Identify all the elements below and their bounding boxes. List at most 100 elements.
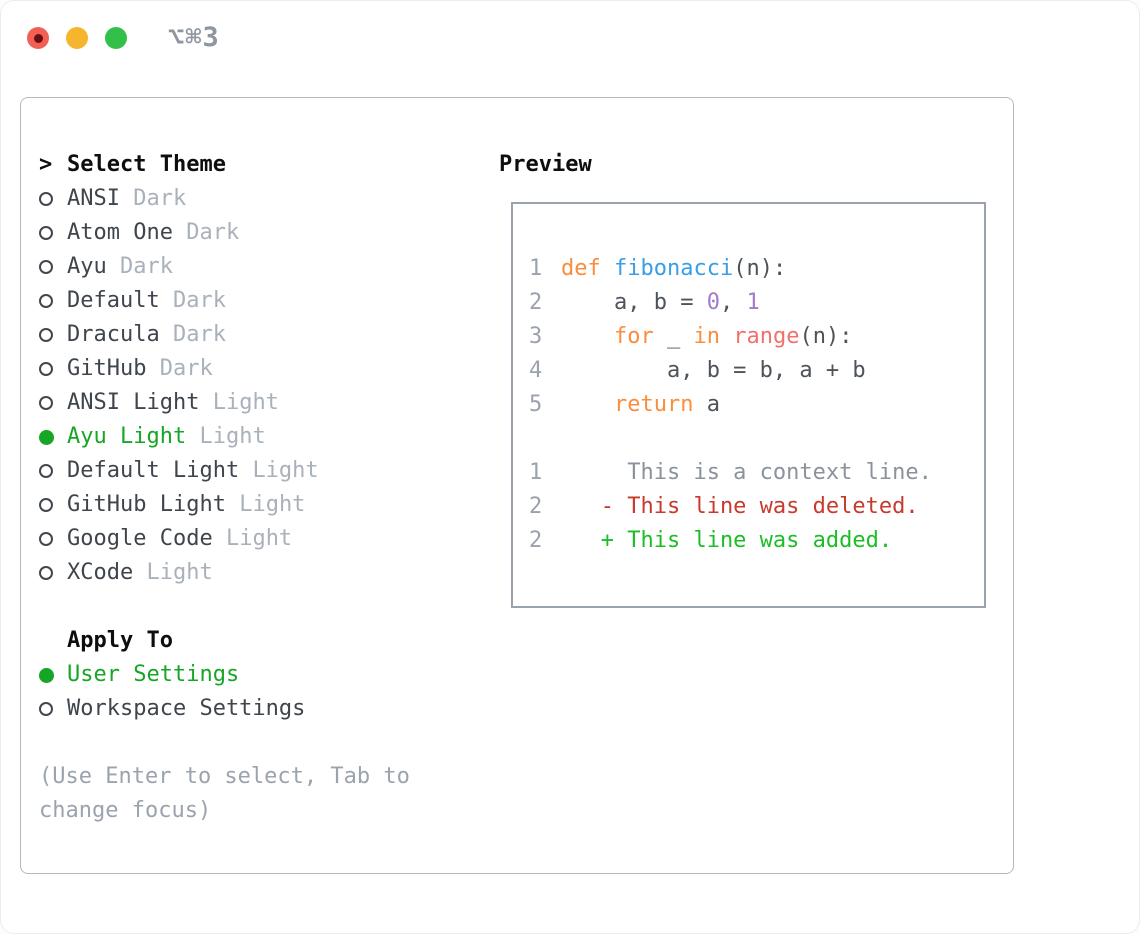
code-line: 2 a, b = 0, 1 <box>529 286 984 320</box>
theme-option[interactable]: Ayu Dark <box>39 250 499 284</box>
theme-variant: Dark <box>172 322 226 347</box>
radio-icon <box>39 192 67 206</box>
select-theme-title: Select Theme <box>67 152 226 177</box>
line-number: 1 <box>529 256 543 281</box>
window-shortcut-label: ⌥⌘3 <box>168 22 220 53</box>
radio-icon <box>39 464 67 478</box>
theme-name: GitHub Light <box>67 492 226 517</box>
focus-cursor-icon: > <box>39 152 53 177</box>
apply-to-header-row: Apply To <box>39 624 499 658</box>
code-content: return a <box>613 392 720 417</box>
line-number: 5 <box>529 392 543 417</box>
radio-icon <box>39 532 67 546</box>
theme-option[interactable]: ANSI Dark <box>39 182 499 216</box>
line-number: 2 <box>529 494 543 519</box>
theme-option[interactable]: GitHub Light Light <box>39 488 499 522</box>
theme-option[interactable]: ANSI Light Light <box>39 386 499 420</box>
theme-name: Default <box>67 288 160 313</box>
theme-variant: Dark <box>133 186 187 211</box>
theme-variant: Dark <box>159 356 213 381</box>
theme-name: Default Light <box>67 458 240 483</box>
theme-option[interactable]: Default Dark <box>39 284 499 318</box>
code-content: - This line was deleted. <box>561 494 919 519</box>
theme-name: GitHub <box>67 356 147 381</box>
radio-icon <box>39 260 67 274</box>
select-theme-header-row: > Select Theme <box>39 148 499 182</box>
radio-icon <box>39 566 67 580</box>
apply-option-label: Workspace Settings <box>67 696 306 721</box>
window-controls <box>27 27 127 49</box>
code-line: 2 - This line was deleted. <box>529 490 984 524</box>
theme-variant: Light <box>199 424 266 449</box>
theme-variant: Dark <box>120 254 173 279</box>
minimize-button[interactable] <box>66 27 88 49</box>
theme-option[interactable]: Ayu Light Light <box>39 420 499 454</box>
theme-option[interactable]: Default Light Light <box>39 454 499 488</box>
theme-variant: Light <box>212 390 279 415</box>
spacer <box>39 590 499 624</box>
code-content: for _ in range(n): <box>613 324 853 349</box>
apply-option[interactable]: User Settings <box>39 658 499 692</box>
radio-icon <box>39 362 67 376</box>
code-line: 4 a, b = b, a + b <box>529 354 984 388</box>
theme-option[interactable]: GitHub Dark <box>39 352 499 386</box>
theme-name: Google Code <box>67 526 213 551</box>
theme-name: Atom One <box>67 220 173 245</box>
zoom-button[interactable] <box>105 27 127 49</box>
line-number: 3 <box>529 324 543 349</box>
preview-title: Preview <box>499 152 592 177</box>
radio-icon <box>39 429 67 445</box>
theme-name: Ayu <box>67 254 107 279</box>
theme-variant: Dark <box>172 288 226 313</box>
line-number: 1 <box>529 460 543 485</box>
theme-option[interactable]: Atom One Dark <box>39 216 499 250</box>
code-content: a, b = 0, 1 <box>561 290 760 315</box>
code-content: + This line was added. <box>561 528 893 553</box>
close-button[interactable] <box>27 27 49 49</box>
theme-name: ANSI Light <box>67 390 200 415</box>
theme-name: Ayu Light <box>67 424 187 449</box>
line-number: 4 <box>529 358 543 383</box>
radio-icon <box>39 226 67 240</box>
code-line: 3 for _ in range(n): <box>529 320 984 354</box>
line-number <box>529 422 561 456</box>
code-content: def fibonacci(n): <box>561 256 787 281</box>
code-line: 5 return a <box>529 388 984 422</box>
theme-option[interactable]: Dracula Dark <box>39 318 499 352</box>
radio-icon <box>39 667 67 683</box>
theme-variant: Light <box>252 458 319 483</box>
theme-variant: Light <box>225 526 293 551</box>
radio-icon <box>39 702 67 716</box>
code-line <box>529 422 984 456</box>
theme-name: Dracula <box>67 322 160 347</box>
theme-variant: Light <box>239 492 306 517</box>
code-line: 1 def fibonacci(n): <box>529 252 984 286</box>
titlebar: ⌥⌘3 <box>0 0 1140 70</box>
theme-option[interactable]: Google Code Light <box>39 522 499 556</box>
code-content: a, b = b, a + b <box>561 358 866 383</box>
apply-option-label: User Settings <box>67 662 240 687</box>
radio-icon <box>39 328 67 342</box>
theme-name: ANSI <box>67 186 120 211</box>
apply-option[interactable]: Workspace Settings <box>39 692 499 726</box>
radio-icon <box>39 294 67 308</box>
help-text: (Use Enter to select, Tab to change focu… <box>39 764 410 823</box>
code-content: This is a context line. <box>561 460 932 485</box>
theme-variant: Light <box>146 560 213 585</box>
radio-icon <box>39 498 67 512</box>
code-line: 1 This is a context line. <box>529 456 984 490</box>
line-number: 2 <box>529 528 543 553</box>
code-line: 2 + This line was added. <box>529 524 984 558</box>
theme-variant: Dark <box>186 220 240 245</box>
apply-to-title: Apply To <box>67 628 173 653</box>
close-dot-icon <box>33 33 43 43</box>
radio-icon <box>39 396 67 410</box>
